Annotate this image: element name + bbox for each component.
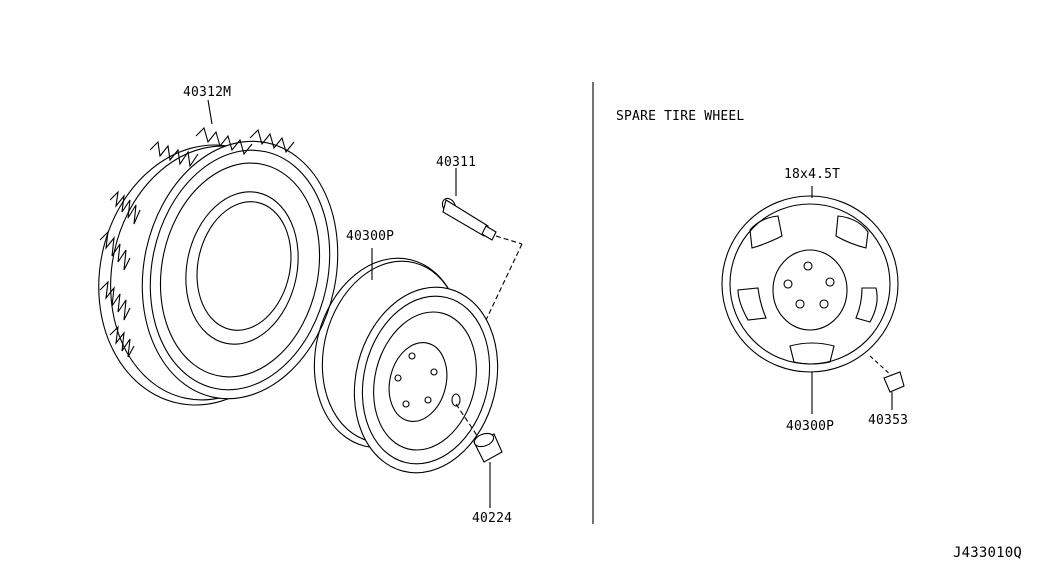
spare-part-number: 40353: [868, 413, 909, 428]
spare-wheel-size: 18x4.5T: [784, 167, 841, 182]
wheel-part-number: 40300P: [346, 229, 395, 244]
tire-drawing: [98, 99, 339, 406]
section-title: SPARE TIRE WHEEL: [616, 109, 745, 124]
spare-wheel-part-number: 40300P: [786, 419, 835, 434]
nut-part-number: 40224: [472, 511, 513, 526]
drawing-id: J433010Q: [953, 545, 1023, 561]
wheel-drawing: [313, 248, 499, 474]
nut-drawing: [473, 432, 503, 508]
tire-part-number: 40312M: [183, 85, 232, 100]
valve-drawing: [441, 168, 523, 321]
spare-wheel-drawing: [721, 186, 905, 414]
valve-part-number: 40311: [436, 155, 477, 170]
